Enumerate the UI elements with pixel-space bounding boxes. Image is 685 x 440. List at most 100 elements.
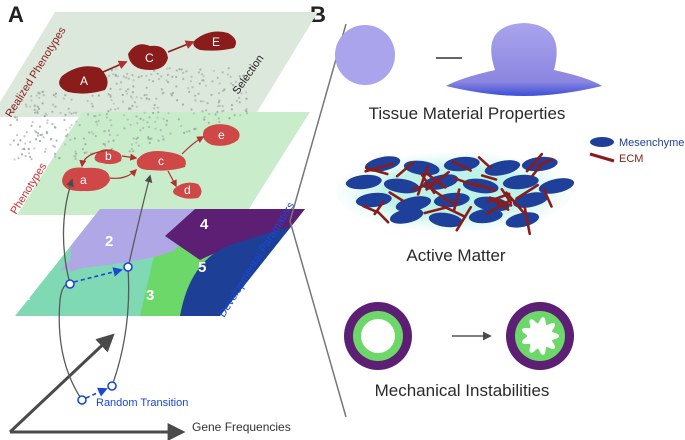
selection-dot	[15, 134, 19, 137]
selection-dot	[97, 94, 100, 97]
selection-dot	[75, 152, 78, 155]
selection-dot	[165, 123, 168, 126]
selection-dot	[68, 111, 71, 114]
selection-dot	[153, 107, 156, 110]
selection-dot	[227, 67, 230, 70]
connector-lower	[289, 220, 347, 418]
mesenchyme-cell	[538, 178, 575, 194]
ecm-fiber	[474, 182, 497, 192]
selection-dot	[207, 121, 210, 124]
selection-dot	[167, 112, 170, 115]
selection-dot	[66, 133, 69, 136]
selection-dot	[169, 132, 172, 135]
arrow-c-to-e	[167, 40, 195, 53]
selection-dot	[131, 74, 134, 77]
ecm-fibers	[361, 152, 554, 235]
selection-dot	[73, 137, 76, 140]
active-matter-glow	[336, 152, 572, 232]
selection-dot	[29, 155, 32, 158]
selection-dot	[165, 79, 168, 82]
selection-dot	[152, 111, 155, 115]
tissue-sphere	[335, 25, 395, 85]
selection-dot	[181, 103, 185, 106]
selection-dot	[205, 109, 208, 112]
selection-dot	[107, 110, 110, 113]
selection-dot	[182, 71, 185, 74]
selection-dot	[91, 94, 94, 97]
selection-dot	[155, 97, 158, 100]
selection-dot	[140, 97, 143, 100]
arrow-c-to-d	[167, 170, 177, 188]
selection-dot	[188, 130, 191, 133]
selection-dot	[191, 86, 194, 89]
selection-dot	[70, 98, 73, 101]
selection-dot	[154, 127, 157, 130]
selection-dot	[175, 69, 178, 72]
selection-dot	[175, 75, 178, 79]
selection-dot	[78, 123, 81, 127]
ecm-fiber	[530, 163, 543, 178]
selection-dot	[109, 119, 112, 122]
selection-dot	[194, 94, 197, 97]
ecm-fiber	[515, 183, 540, 200]
arrow-b-to-c	[121, 153, 138, 161]
ring-lumen-left	[361, 319, 395, 353]
selection-dot	[41, 133, 44, 136]
selection-dot	[24, 103, 28, 106]
selection-dot	[43, 115, 46, 118]
selection-dot	[46, 121, 49, 125]
ecm-fiber	[395, 161, 415, 178]
phenotype-shape-a	[62, 167, 110, 192]
selection-dot	[246, 112, 249, 115]
selection-dot	[49, 137, 53, 140]
selection-dot	[24, 155, 27, 158]
phenotype-shape-e	[203, 124, 240, 146]
selection-dot	[38, 96, 41, 100]
selection-dot	[218, 99, 221, 102]
selection-dot	[57, 157, 61, 160]
selection-dot	[23, 147, 26, 150]
ecm-fiber	[431, 188, 455, 206]
selection-dot	[12, 139, 16, 142]
selection-dot	[211, 80, 214, 83]
phenotype-shapes: a b c e d	[62, 124, 240, 199]
ecm-fiber	[477, 156, 492, 170]
selection-dot	[133, 101, 136, 104]
selection-dot	[228, 117, 231, 120]
selection-dot	[190, 108, 193, 111]
selection-dot	[63, 118, 66, 122]
selection-dot	[156, 116, 159, 119]
selection-dot	[44, 112, 47, 115]
selection-dot	[33, 108, 36, 111]
selection-dot	[128, 150, 131, 153]
selection-dot	[74, 155, 77, 158]
selection-dot	[36, 111, 39, 115]
selection-dot	[170, 94, 173, 97]
selection-dot	[30, 95, 33, 98]
selection-dot	[112, 73, 115, 76]
realized-shapes: A C E	[59, 31, 236, 94]
selection-dot	[107, 140, 110, 143]
selection-dot	[180, 124, 183, 127]
selection-dot	[104, 144, 107, 147]
selection-dot	[189, 80, 192, 83]
phenotype-shape-d	[173, 182, 202, 199]
selection-dot	[226, 73, 229, 76]
selection-dot	[130, 147, 133, 151]
selection-dot	[194, 99, 197, 102]
selection-dot	[95, 120, 98, 123]
mesenchyme-cell	[473, 196, 510, 212]
phenotype-label-a: a	[80, 173, 87, 187]
selection-dot	[162, 138, 165, 141]
curve-upper-right	[127, 174, 153, 269]
selection-dot	[90, 102, 93, 105]
selection-dot	[231, 83, 235, 87]
selection-dot	[180, 68, 183, 71]
mechanical-caption: Mechanical Instabilities	[375, 381, 550, 400]
selection-dot	[38, 92, 41, 95]
selection-dot	[221, 105, 224, 108]
selection-dot	[230, 108, 233, 111]
selection-dot	[139, 129, 142, 132]
selection-dot	[204, 84, 208, 87]
